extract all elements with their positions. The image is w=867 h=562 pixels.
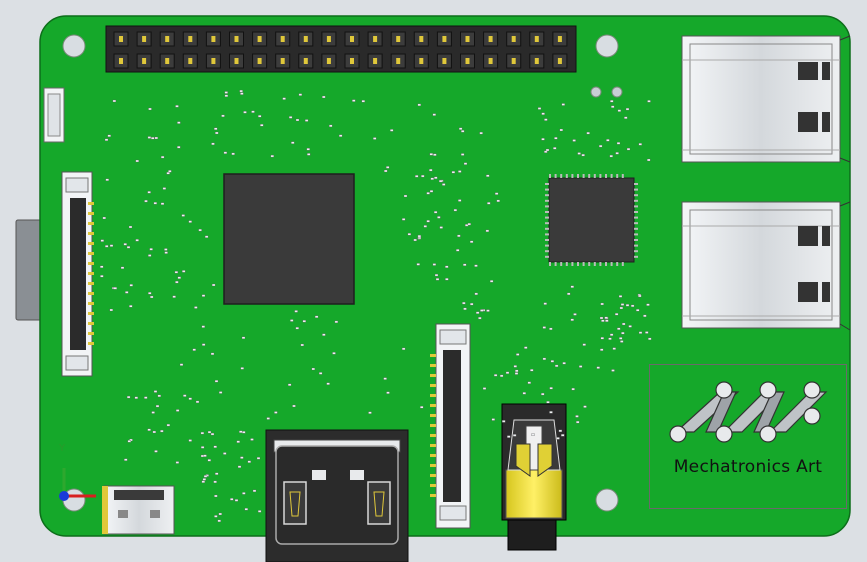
lan-chip — [545, 174, 638, 266]
camera-connector — [430, 323, 471, 529]
soc-chip — [223, 173, 355, 305]
usb-port-bottom — [681, 201, 851, 331]
mounting-hole — [62, 34, 86, 58]
audio-jack — [501, 403, 567, 551]
axis-triad — [59, 468, 96, 501]
mounting-hole — [595, 488, 619, 512]
smd-components — [100, 89, 652, 523]
hdmi-connector — [265, 429, 409, 562]
logo-text: Mechatronics Art — [673, 457, 823, 477]
gpio-header — [105, 25, 577, 73]
micro-usb-connector — [102, 485, 175, 535]
y-axis-label: Y — [59, 443, 66, 454]
logo-panel: Mechatronics Art — [649, 364, 847, 509]
mechatronics-logo-mark — [669, 381, 828, 443]
display-connector — [61, 171, 94, 377]
usb-port-top — [681, 35, 851, 163]
mounting-hole — [595, 34, 619, 58]
pcb-board — [39, 15, 851, 537]
